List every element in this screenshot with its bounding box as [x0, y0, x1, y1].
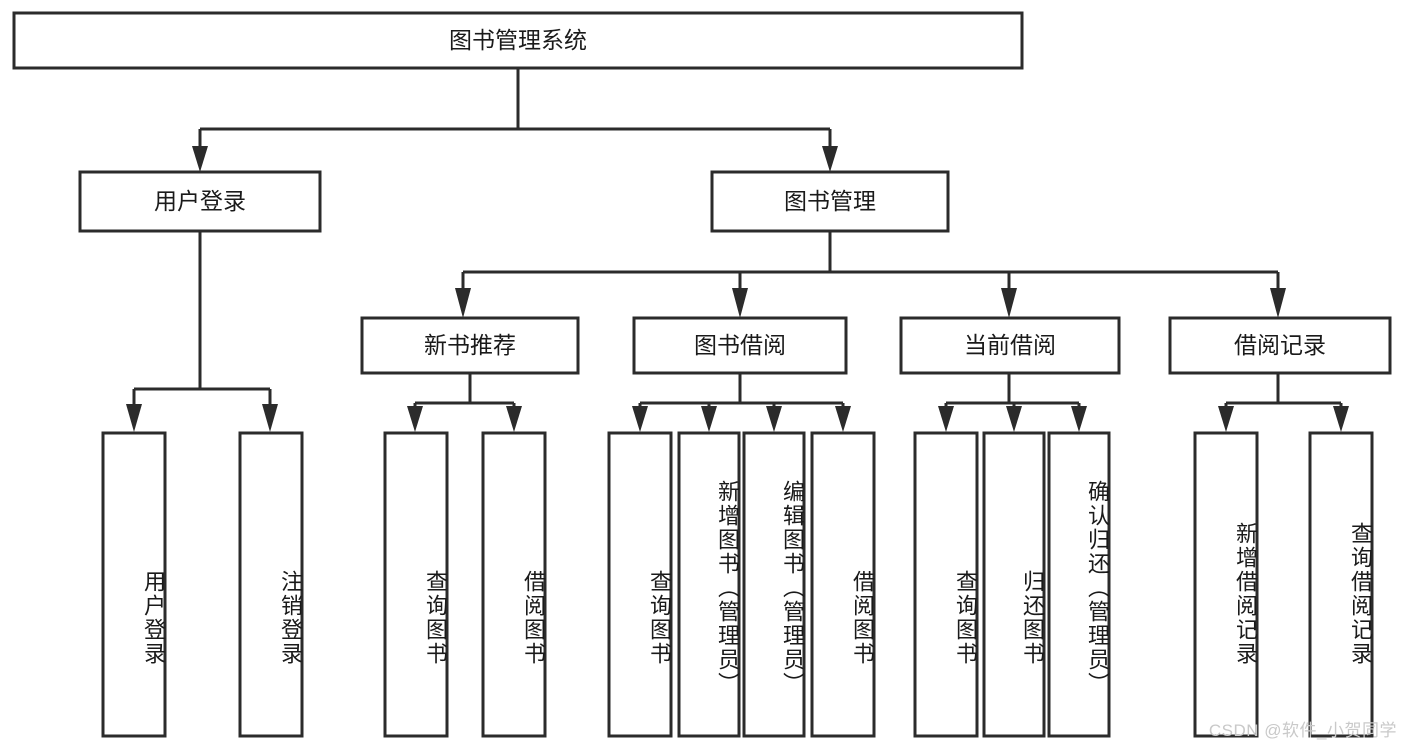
node-box-current-borrow[interactable] [899, 316, 1121, 375]
leaf-box-bookborrow-2[interactable] [677, 431, 741, 738]
leaf-box-borrowrecord-2[interactable] [1308, 431, 1374, 738]
arrowhead-leaf-currentborrow-3 [1071, 406, 1087, 432]
node-label-borrow-record: 借阅记录 [1234, 332, 1326, 358]
arrowhead-leaf-currentborrow-2 [1006, 406, 1022, 432]
node-label-book-management: 图书管理 [784, 188, 876, 214]
leaf-box-newbook-1[interactable] [383, 431, 449, 738]
connector-layer [126, 68, 1349, 432]
arrowhead-leaf-user-login-1 [126, 404, 142, 432]
arrowhead-book-borrow [732, 288, 748, 318]
leaf-box-currentborrow-2[interactable] [982, 431, 1046, 738]
leaf-box-currentborrow-3[interactable] [1047, 431, 1111, 738]
node-label-book-borrow: 图书借阅 [694, 332, 786, 358]
node-box-book-management[interactable] [710, 170, 950, 233]
arrowhead-leaf-currentborrow-1 [938, 406, 954, 432]
arrowhead-new-book [455, 288, 471, 318]
arrowhead-leaf-user-login-2 [262, 404, 278, 432]
arrowhead-user-login [192, 146, 208, 172]
node-box-user-login[interactable] [78, 170, 322, 233]
node-label-current-borrow: 当前借阅 [964, 332, 1056, 358]
node-box-root[interactable] [12, 11, 1024, 70]
arrowhead-borrow-record [1270, 288, 1286, 318]
arrowhead-leaf-newbook-2 [506, 406, 522, 432]
arrowhead-book-mgmt [822, 146, 838, 172]
arrowhead-leaf-borrowrecord-1 [1218, 406, 1234, 432]
leaf-box-user-login-2[interactable] [238, 431, 304, 738]
arrowhead-leaf-borrowrecord-2 [1333, 406, 1349, 432]
arrowhead-leaf-bookborrow-3 [766, 406, 782, 432]
node-label-user-login: 用户登录 [154, 188, 246, 214]
node-layer: 图书管理系统 用户登录 图书管理 新书推荐 图书借阅 当前借阅 借阅记录 [12, 11, 1392, 738]
arrowhead-leaf-bookborrow-2 [701, 406, 717, 432]
node-label-new-book-recommend: 新书推荐 [424, 332, 516, 358]
leaf-box-currentborrow-1[interactable] [913, 431, 979, 738]
node-box-new-book-recommend[interactable] [360, 316, 580, 375]
node-box-book-borrow[interactable] [632, 316, 848, 375]
leaf-box-bookborrow-1[interactable] [607, 431, 673, 738]
leaf-box-bookborrow-3[interactable] [742, 431, 806, 738]
watermark-text: CSDN @软件_小贺同学 [1208, 721, 1397, 740]
arrowhead-current-borrow [1001, 288, 1017, 318]
node-box-borrow-record[interactable] [1168, 316, 1392, 375]
node-label-root: 图书管理系统 [449, 27, 587, 53]
leaf-box-newbook-2[interactable] [481, 431, 547, 738]
arrowhead-leaf-bookborrow-1 [632, 406, 648, 432]
arrowhead-leaf-bookborrow-4 [835, 406, 851, 432]
leaf-box-bookborrow-4[interactable] [810, 431, 876, 738]
arrowhead-leaf-newbook-1 [407, 406, 423, 432]
leaf-box-borrowrecord-1[interactable] [1193, 431, 1259, 738]
leaf-box-user-login-1[interactable] [101, 431, 167, 738]
